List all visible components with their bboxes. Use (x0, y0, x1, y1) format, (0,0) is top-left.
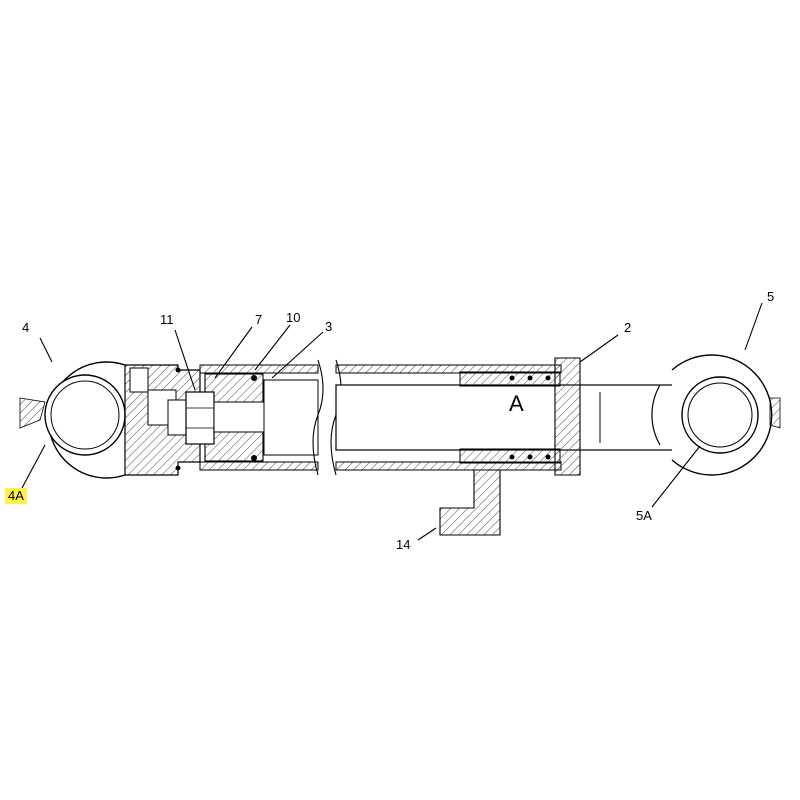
callout-3: 3 (325, 319, 333, 334)
piston-assembly (167, 367, 265, 471)
callout-4a: 4A (5, 488, 27, 504)
rod-end-eye (651, 354, 781, 476)
head-end-eye (19, 361, 201, 479)
callout-2: 2 (624, 320, 632, 335)
callout-5: 5 (767, 289, 775, 304)
port-fitting (439, 469, 501, 536)
callout-a: A (509, 391, 524, 416)
gland-assembly (459, 357, 581, 476)
piston-rod (335, 384, 687, 451)
cylinder-barrel (199, 364, 319, 471)
callout-4: 4 (22, 320, 30, 335)
callout-7: 7 (255, 312, 263, 327)
callout-11: 11 (160, 312, 174, 327)
callout-10: 10 (286, 310, 301, 325)
callout-5a: 5A (636, 508, 652, 523)
leader-lines (21, 302, 763, 541)
callout-14: 14 (396, 537, 411, 552)
